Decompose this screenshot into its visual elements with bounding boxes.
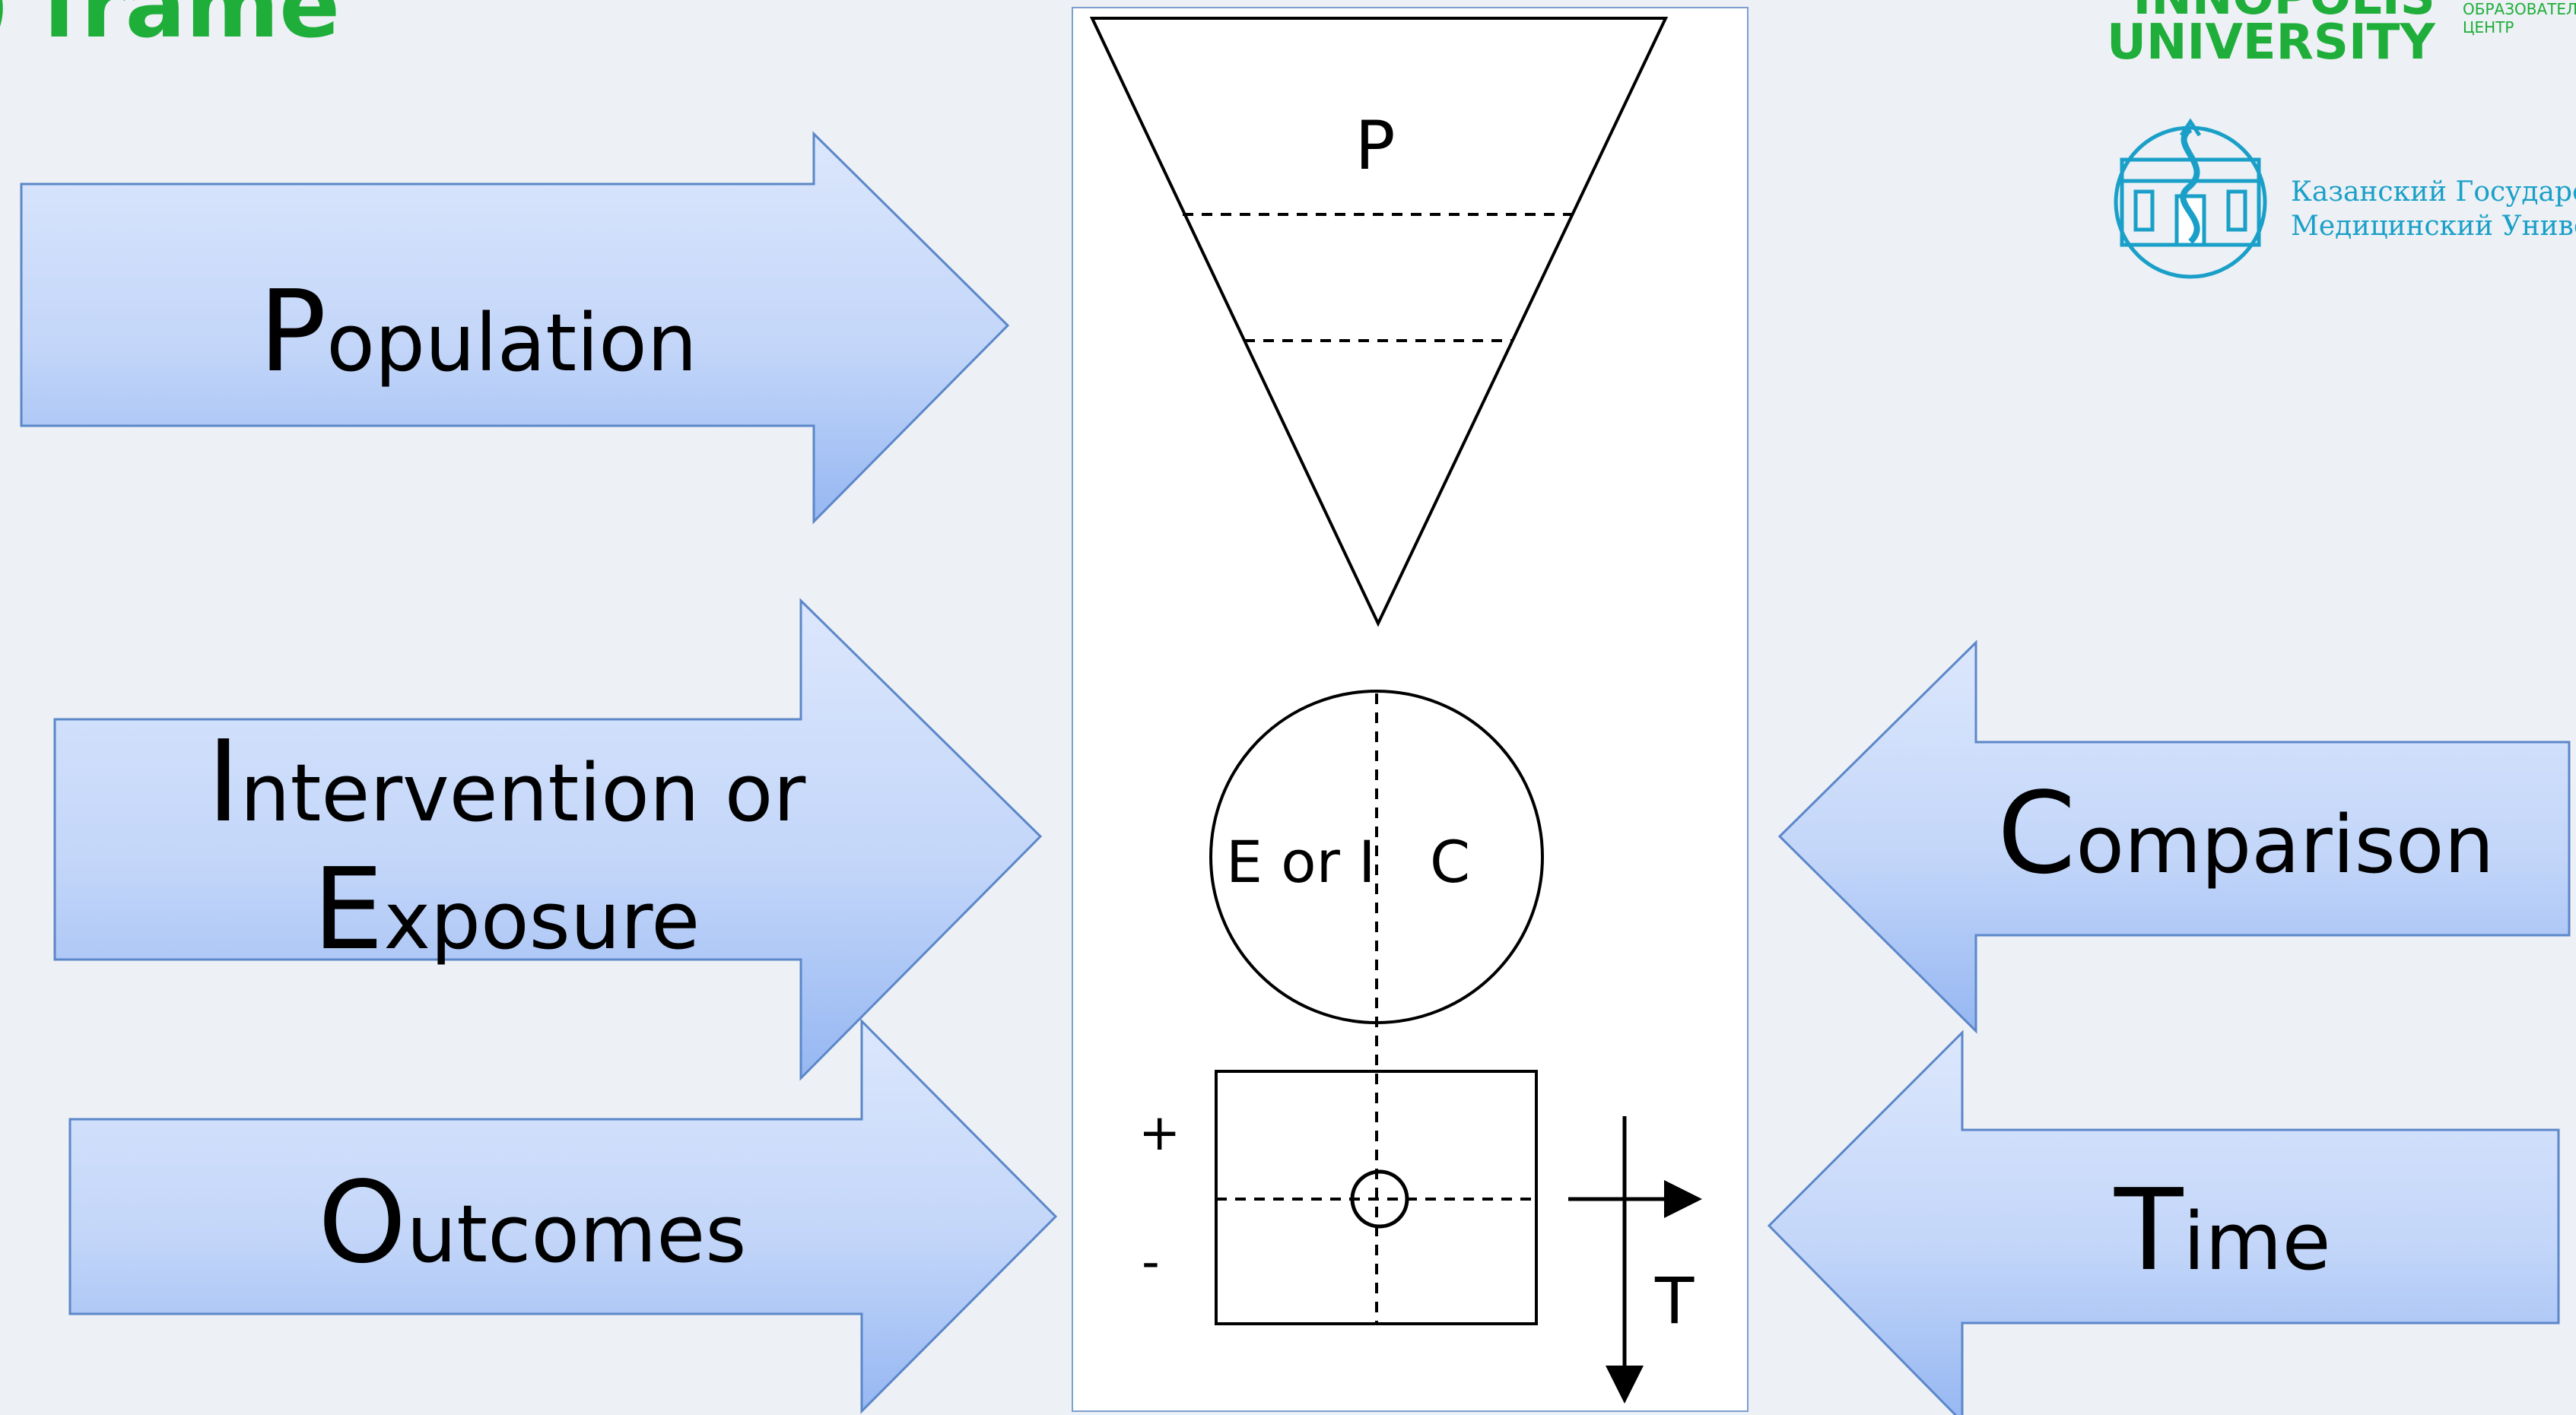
triangle-label: P — [1355, 106, 1395, 185]
intervention-label-rest: ntervention or — [240, 747, 806, 839]
time-axis-label: T — [1654, 1264, 1695, 1338]
circle-left-label: E or I — [1226, 828, 1376, 896]
intervention-arrow — [53, 598, 1043, 1081]
ksmu-logo-line2: Медицинский Университет — [2291, 211, 2576, 242]
population-arrow — [20, 131, 1010, 525]
slide-title-fragment: ) frame — [0, 0, 341, 58]
population-label-rest: opulation — [326, 297, 697, 389]
edu-center-logo: ОБРАЗОВАТЕЛ ЦЕНТР — [2463, 0, 2576, 36]
comparison-label-cap: C — [1997, 768, 2076, 899]
ksmu-logo-line1: Казанский Государственный — [2291, 176, 2576, 208]
outcome-origin-circle — [1350, 1169, 1409, 1229]
edu-center-logo-line2: ЦЕНТР — [2463, 18, 2514, 36]
circle-right-label: C — [1430, 828, 1470, 896]
innopolis-logo: INNOPOLIS UNIVERSITY — [2107, 0, 2435, 71]
comparison-label: Comparison — [1997, 766, 2494, 902]
outcomes-label: Outcomes — [318, 1156, 746, 1291]
outcomes-label-rest: utcomes — [406, 1188, 747, 1280]
outcomes-label-cap: O — [318, 1157, 407, 1288]
time-label-cap: T — [2114, 1165, 2184, 1296]
time-label-rest: ime — [2183, 1195, 2331, 1288]
ksmu-emblem-icon — [2114, 118, 2267, 279]
population-funnel-triangle — [1089, 17, 1669, 627]
time-label: Time — [2114, 1163, 2331, 1299]
intervention-label-cap: I — [207, 716, 240, 847]
exposure-label-cap: E — [312, 843, 384, 975]
plus-label: + — [1139, 1103, 1180, 1162]
population-label: Population — [259, 265, 697, 400]
comparison-arrow — [1777, 639, 2571, 1034]
comparison-label-rest: omparison — [2076, 798, 2495, 891]
population-label-cap: P — [259, 266, 327, 397]
intervention-label: Intervention or Exposure — [207, 715, 805, 977]
minus-label: - — [1142, 1233, 1160, 1291]
innopolis-logo-line1: INNOPOLIS — [2107, 0, 2435, 22]
time-arrow — [1767, 1030, 2560, 1415]
exposure-label-rest: xposure — [383, 874, 700, 967]
outcomes-arrow — [68, 1018, 1058, 1414]
innopolis-logo-line2: UNIVERSITY — [2107, 14, 2435, 71]
edu-center-logo-line1: ОБРАЗОВАТЕЛ — [2463, 0, 2576, 18]
ksmu-logo-text: Казанский Государственный Медицинский Ун… — [2291, 175, 2576, 243]
